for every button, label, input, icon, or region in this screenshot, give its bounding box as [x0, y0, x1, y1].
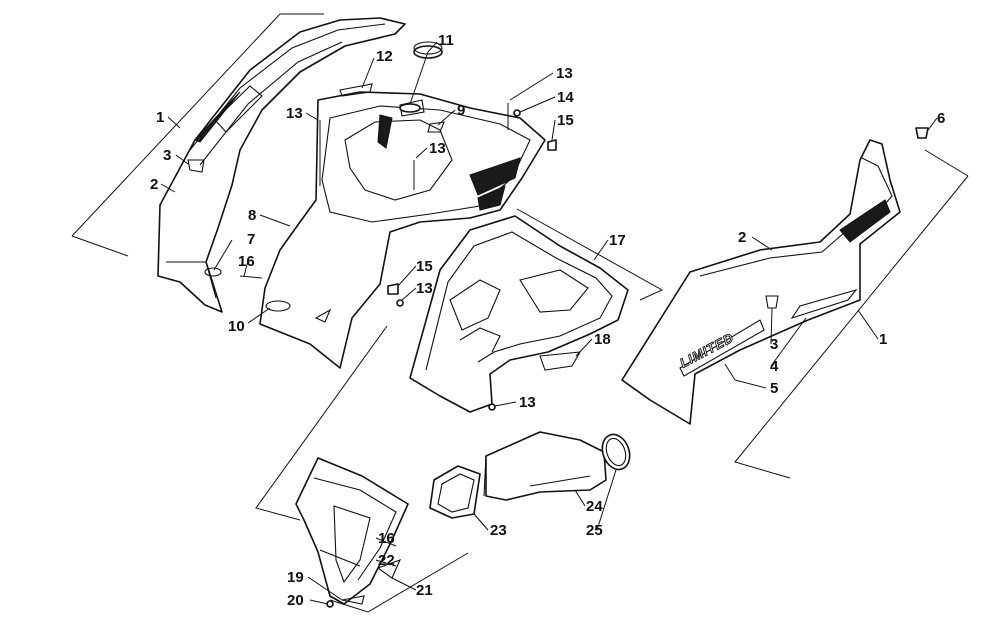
callout-labels: 1 3 2 8 7 16 10 11 12 13 9 13 13 14 15 1… [150, 32, 945, 609]
callout-4: 4 [770, 358, 779, 375]
callout-9: 9 [457, 102, 465, 119]
callout-18: 18 [594, 331, 611, 348]
air-box [409, 215, 629, 413]
callout-2-right: 2 [738, 229, 746, 246]
callout-13-e: 13 [519, 394, 536, 411]
callout-13-d: 13 [416, 280, 433, 297]
part-25-clamp [601, 433, 631, 471]
grommet-7 [204, 267, 222, 277]
callout-7: 7 [247, 231, 255, 248]
bracket-right-side-panel [734, 175, 969, 479]
left-side-panel [157, 17, 406, 313]
callout-8: 8 [248, 207, 256, 224]
callout-13-b: 13 [429, 140, 446, 157]
part-18-seal [539, 351, 582, 371]
callout-13-c: 13 [556, 65, 573, 82]
right-side-panel: LIMITED [621, 139, 901, 425]
callout-3-left: 3 [163, 147, 171, 164]
bracket-front-intake [255, 325, 388, 521]
callout-16-top: 16 [238, 253, 255, 270]
callout-22: 22 [378, 552, 395, 569]
callout-12: 12 [376, 48, 393, 65]
callout-20: 20 [287, 592, 304, 609]
callout-24: 24 [586, 498, 603, 515]
emblem-10 [265, 300, 291, 312]
callout-3-right: 3 [770, 336, 778, 353]
decal-3-right [765, 295, 779, 309]
decal-4 [790, 288, 858, 320]
callout-1-right: 1 [879, 331, 887, 348]
callout-19: 19 [287, 569, 304, 586]
callout-16-bottom: 16 [378, 530, 395, 547]
callout-2-left: 2 [150, 176, 158, 193]
callout-13-a: 13 [286, 105, 303, 122]
part-19 [341, 595, 365, 605]
decal-3-left [187, 159, 205, 173]
hood-assembly [259, 91, 546, 369]
part-24-duct [483, 431, 607, 501]
part-6 [915, 127, 929, 139]
callout-5: 5 [770, 380, 778, 397]
group-brackets [71, 13, 969, 613]
part-23-seal [429, 465, 481, 519]
callout-11: 11 [438, 32, 454, 49]
callout-15-mid: 15 [416, 258, 433, 275]
bracket-left-side-panel [71, 13, 324, 237]
front-intake [295, 457, 409, 608]
callout-14: 14 [557, 89, 574, 106]
callout-17: 17 [609, 232, 626, 249]
callout-15-top: 15 [557, 112, 574, 129]
bracket-air-box [516, 208, 664, 301]
leader-lines [160, 41, 938, 605]
part-12 [339, 83, 373, 97]
callout-25: 25 [586, 522, 603, 539]
callout-10: 10 [228, 318, 245, 335]
callout-21: 21 [416, 582, 433, 599]
callout-23: 23 [490, 522, 507, 539]
hardware [239, 83, 929, 411]
callout-6: 6 [937, 110, 945, 127]
callout-1-left: 1 [156, 109, 164, 126]
